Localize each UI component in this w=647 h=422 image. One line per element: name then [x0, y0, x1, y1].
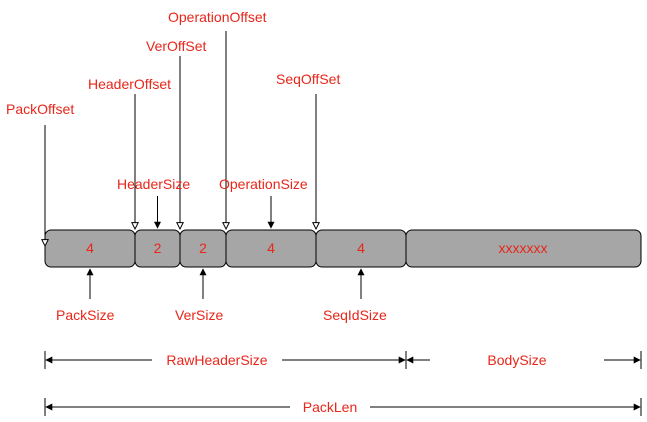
seq-id-size-label: SeqIdSize — [323, 307, 387, 323]
segment-ver-size-label: 2 — [199, 240, 207, 256]
body-size-label: BodySize — [487, 352, 546, 368]
pack-len-label: PackLen — [303, 399, 357, 415]
ver-offset-label: VerOffSet — [146, 38, 207, 54]
operation-offset-label: OperationOffset — [168, 9, 267, 25]
header-offset-label: HeaderOffset — [88, 76, 171, 92]
segment-operation-size-label: 4 — [267, 240, 275, 256]
segment-body-label: xxxxxxx — [499, 240, 548, 256]
pack-offset-label: PackOffset — [6, 101, 74, 117]
dimension-pack-len: PackLen — [44, 398, 642, 416]
header-size-label: HeaderSize — [117, 176, 190, 192]
operation-size-label: OperationSize — [219, 176, 308, 192]
ver-size-label: VerSize — [175, 307, 223, 323]
pack-size-label: PackSize — [56, 307, 115, 323]
field-labels: PackOffset HeaderOffset VerOffSet Operat… — [6, 9, 387, 323]
size-pointers — [86, 196, 365, 299]
raw-header-size-label: RawHeaderSize — [166, 352, 267, 368]
segment-pack-size-label: 4 — [86, 240, 94, 256]
segment-seq-id-size-label: 4 — [357, 240, 365, 256]
segment-body — [405, 229, 642, 268]
segment-header-size-label: 2 — [154, 240, 162, 256]
segment-bar: 4 2 2 4 4 xxxxxxx — [44, 229, 642, 268]
dimension-body-size: BodySize — [406, 351, 642, 369]
offset-connectors — [45, 31, 316, 246]
seq-offset-label: SeqOffSet — [276, 71, 340, 87]
dimension-raw-header-size: RawHeaderSize — [44, 351, 407, 369]
